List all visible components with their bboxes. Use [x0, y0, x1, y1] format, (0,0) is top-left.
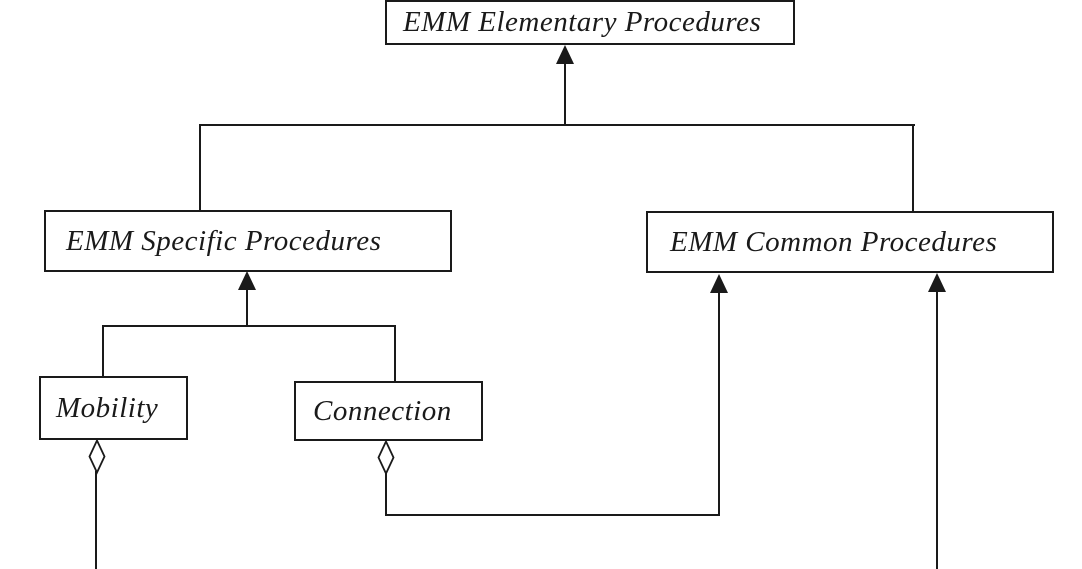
edge-line-to-elementary [564, 60, 566, 126]
node-label-emm-specific-procedures: EMM Specific Procedures [66, 224, 382, 257]
node-emm-elementary-procedures: EMM Elementary Procedures [385, 0, 795, 45]
edge-line-to-specific [246, 288, 248, 327]
edge-line-connection-to-common-horizontal [385, 514, 720, 516]
edge-line-connection-to-common-vertical [718, 290, 720, 516]
edge-line-connection-down [385, 472, 387, 516]
aggregation-diamond-connection-icon [377, 440, 395, 476]
node-emm-specific-procedures: EMM Specific Procedures [44, 210, 452, 272]
node-mobility: Mobility [39, 376, 188, 440]
edge-line-common-up [912, 124, 914, 212]
node-emm-common-procedures: EMM Common Procedures [646, 211, 1054, 273]
edge-line-mobility-down-offscreen [95, 471, 97, 569]
aggregation-diamond-mobility-icon [88, 439, 106, 475]
edge-line-specific-up [199, 124, 201, 211]
edge-branch-horizontal-elementary [199, 124, 915, 126]
generalization-arrowhead-connection-to-common-icon [710, 274, 728, 293]
generalization-arrowhead-to-elementary-icon [556, 45, 574, 64]
edge-line-connection-up [394, 325, 396, 382]
edge-branch-horizontal-specific [102, 325, 396, 327]
generalization-arrowhead-to-specific-icon [238, 271, 256, 290]
edge-line-mobility-up [102, 325, 104, 377]
node-label-mobility: Mobility [56, 391, 159, 424]
node-connection: Connection [294, 381, 483, 441]
node-label-emm-elementary-procedures: EMM Elementary Procedures [403, 6, 762, 38]
edge-line-offscreen-to-common [936, 290, 938, 569]
generalization-arrowhead-offscreen-to-common-icon [928, 273, 946, 292]
node-label-connection: Connection [313, 394, 452, 427]
node-label-emm-common-procedures: EMM Common Procedures [670, 225, 998, 258]
